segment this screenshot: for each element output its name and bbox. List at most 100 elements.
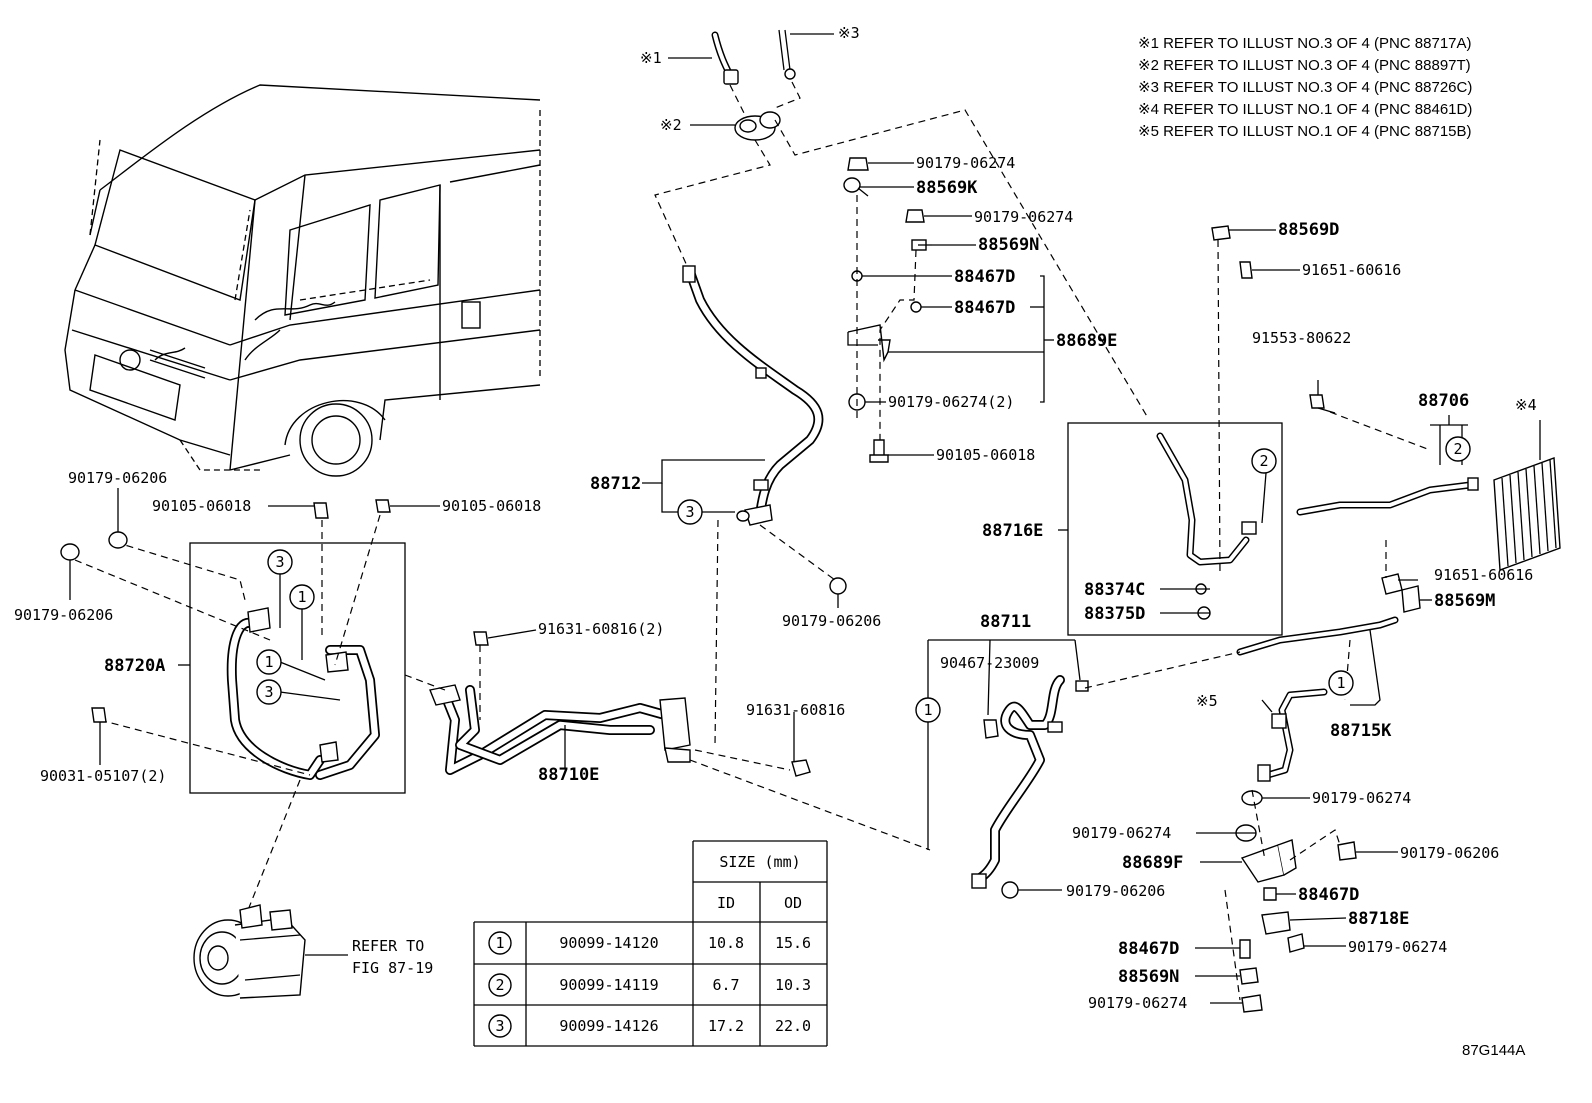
- label-90179-06274-2: 90179-06274(2): [888, 393, 1014, 411]
- label-90105-06018-c: 90105-06018: [442, 497, 541, 515]
- label-90179-06274-f: 90179-06274: [1088, 994, 1187, 1012]
- table-row-od: 22.0: [775, 1017, 811, 1035]
- label-90031-05107-2: 90031-05107(2): [40, 767, 166, 785]
- label-88569K: 88569K: [916, 178, 978, 198]
- label-91631-60816: 91631-60816: [746, 701, 845, 719]
- label-88569N-a: 88569N: [978, 235, 1039, 255]
- callout-2-a: 2: [1259, 452, 1268, 470]
- label-90179-06206-b: 90179-06206: [14, 606, 113, 624]
- ref-mark-3: ※3: [838, 24, 860, 42]
- label-88715K: 88715K: [1330, 721, 1392, 741]
- table-row-id: 6.7: [712, 976, 739, 994]
- ref-mark-4: ※4: [1515, 396, 1537, 414]
- condenser-group: [1296, 380, 1561, 613]
- hose-88712-group: [654, 29, 1149, 746]
- box-88720A-group: [60, 488, 446, 956]
- note-3: ※3 REFER TO ILLUST NO.3 OF 4 (PNC 88726C…: [1138, 79, 1472, 96]
- callout-3-a: 3: [275, 553, 284, 571]
- label-88467D-c: 88467D: [1298, 885, 1359, 905]
- table-row-id: 17.2: [708, 1017, 744, 1035]
- compressor: [193, 904, 348, 999]
- label-88711: 88711: [980, 612, 1031, 632]
- callout-3-c: 3: [685, 503, 694, 521]
- label-90179-06206-a: 90179-06206: [68, 469, 167, 487]
- note-4: ※4 REFER TO ILLUST NO.1 OF 4 (PNC 88461D…: [1138, 101, 1472, 118]
- label-90179-06274-b: 90179-06274: [974, 208, 1073, 226]
- bracket-88689F-group: [1195, 789, 1398, 1013]
- note-1: ※1 REFER TO ILLUST NO.3 OF 4 (PNC 88717A…: [1138, 35, 1472, 52]
- label-88720A: 88720A: [104, 656, 165, 676]
- table-row: 1 90099-14120 10.8 15.6: [488, 931, 811, 955]
- ref-mark-1: ※1: [640, 49, 662, 67]
- table-row: 3 90099-14126 17.2 22.0: [488, 1014, 811, 1038]
- label-90179-06274-d: 90179-06274: [1072, 824, 1171, 842]
- condenser-fins: [1501, 459, 1557, 567]
- label-90179-06274-a: 90179-06274: [916, 154, 1015, 172]
- reference-notes: ※1 REFER TO ILLUST NO.3 OF 4 (PNC 88717A…: [1138, 35, 1472, 140]
- label-88569M: 88569M: [1434, 591, 1495, 611]
- table-row-id: 10.8: [708, 934, 744, 952]
- label-88716E: 88716E: [982, 521, 1043, 541]
- label-90179-06206-d: 90179-06206: [1400, 844, 1499, 862]
- ref-mark-2: ※2: [660, 116, 682, 134]
- label-90105-06018-b: 90105-06018: [152, 497, 251, 515]
- label-91651-60616-b: 91651-60616: [1434, 566, 1533, 584]
- label-fig: FIG 87-19: [352, 959, 433, 977]
- label-88569N-b: 88569N: [1118, 967, 1179, 987]
- table-row-part: 90099-14119: [559, 976, 658, 994]
- van-illustration: [64, 84, 541, 477]
- label-90105-06018-a: 90105-06018: [936, 446, 1035, 464]
- label-88706: 88706: [1418, 391, 1469, 411]
- figure-code: 87G144A: [1462, 1042, 1525, 1059]
- label-88689F: 88689F: [1122, 853, 1183, 873]
- callout-1-a: 1: [297, 588, 306, 606]
- ref-mark-5: ※5: [1196, 692, 1218, 710]
- label-91553-80622: 91553-80622: [1252, 329, 1351, 347]
- callouts: 3 1 1 3 3 1 2 2 1: [256, 436, 1471, 723]
- table-row-part: 90099-14120: [559, 934, 658, 952]
- label-90179-06274-e: 90179-06274: [1348, 938, 1447, 956]
- label-90179-06206-c: 90179-06206: [782, 612, 881, 630]
- callout-1-b: 1: [264, 653, 273, 671]
- label-88467D-a: 88467D: [954, 267, 1015, 287]
- part-labels: 90179-06274 88569K 90179-06274 88569N 88…: [14, 154, 1533, 1059]
- table-row: 2 90099-14119 6.7 10.3: [488, 973, 811, 997]
- callout-1-c: 1: [923, 701, 932, 719]
- note-5: ※5 REFER TO ILLUST NO.1 OF 4 (PNC 88715B…: [1138, 123, 1472, 140]
- table-row-od: 10.3: [775, 976, 811, 994]
- label-88710E: 88710E: [538, 765, 599, 785]
- label-88374C: 88374C: [1084, 580, 1145, 600]
- table-row-key: 1: [495, 934, 504, 952]
- label-88467D-d: 88467D: [1118, 939, 1179, 959]
- label-91631-60816-2: 91631-60816(2): [538, 620, 664, 638]
- label-88718E: 88718E: [1348, 909, 1409, 929]
- label-90179-06274-c: 90179-06274: [1312, 789, 1411, 807]
- table-row-key: 2: [495, 976, 504, 994]
- callout-3-b: 3: [264, 683, 273, 701]
- label-88712: 88712: [590, 474, 641, 494]
- table-row-od: 15.6: [775, 934, 811, 952]
- label-88467D-b: 88467D: [954, 298, 1015, 318]
- label-88569D: 88569D: [1278, 220, 1339, 240]
- table-row-part: 90099-14126: [559, 1017, 658, 1035]
- bracket-88689E-group: [843, 157, 1054, 463]
- table-col-id: ID: [717, 894, 735, 912]
- label-refer-to: REFER TO: [352, 937, 424, 955]
- table-header-size: SIZE (mm): [719, 853, 800, 871]
- size-table: SIZE (mm) ID OD 1 90099-14120 10.8 15.6 …: [473, 840, 828, 1047]
- note-2: ※2 REFER TO ILLUST NO.3 OF 4 (PNC 88897T…: [1138, 57, 1471, 74]
- hose-88711-group: [927, 639, 1241, 899]
- label-88689E: 88689E: [1056, 331, 1117, 351]
- callout-1-d: 1: [1336, 674, 1345, 692]
- table-col-od: OD: [784, 894, 802, 912]
- label-90179-06206-e: 90179-06206: [1066, 882, 1165, 900]
- hose-88710E-group: [429, 631, 931, 851]
- label-91651-60616-a: 91651-60616: [1302, 261, 1401, 279]
- reference-marks: ※1 ※3 ※2 ※4 ※5: [640, 24, 1537, 710]
- pipe-88715K-group: [1236, 616, 1399, 782]
- label-90467-23009: 90467-23009: [940, 654, 1039, 672]
- box-88716E-group: [1058, 225, 1300, 636]
- callout-2-b: 2: [1453, 440, 1462, 458]
